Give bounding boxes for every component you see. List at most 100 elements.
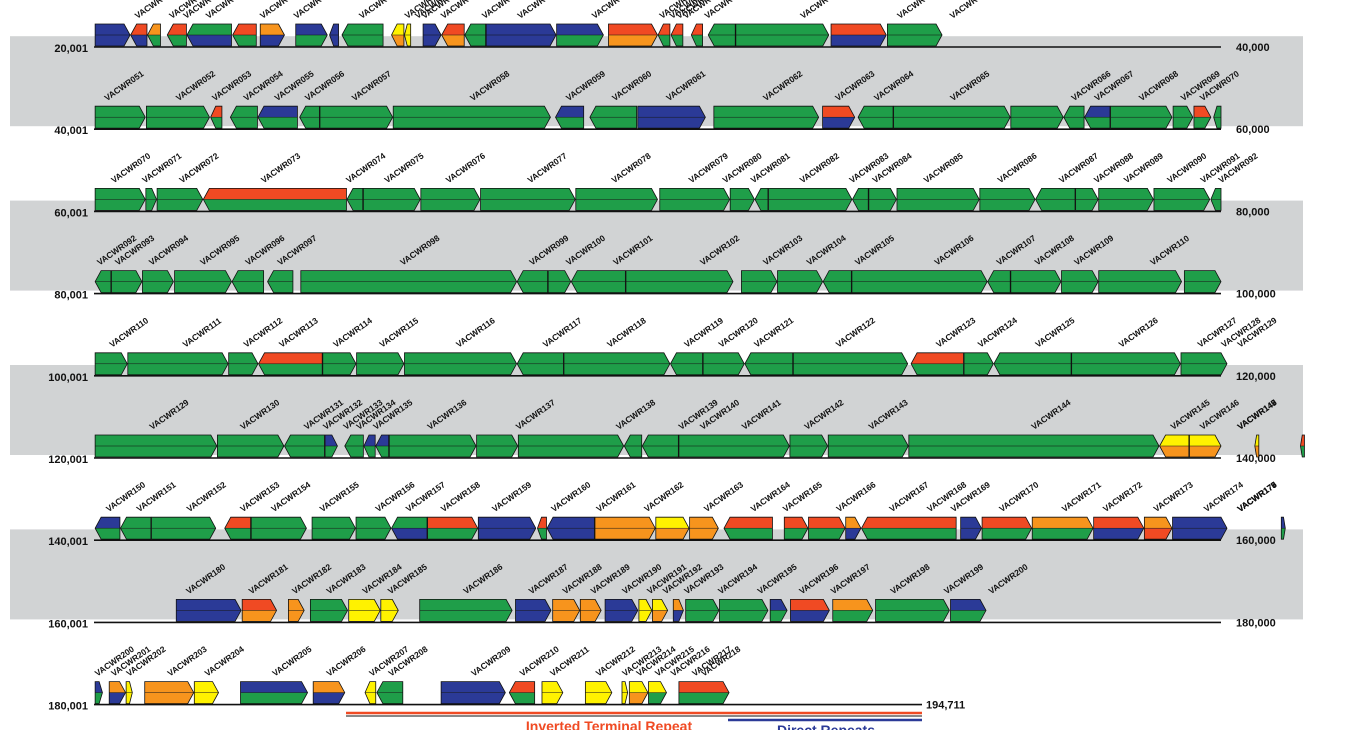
gene-bottom-half <box>875 610 950 622</box>
gene-arrow <box>555 105 585 129</box>
gene-top-half <box>1213 106 1221 118</box>
gene-outline <box>186 23 232 47</box>
gene-arrow <box>94 105 146 129</box>
gene-top-half <box>887 24 943 35</box>
gene-top-half <box>1061 270 1099 282</box>
gene-top-half <box>176 599 242 611</box>
gene-top-half <box>120 517 151 529</box>
gene-arrow <box>987 270 1011 294</box>
gene-top-half <box>896 188 980 200</box>
gene-outline <box>584 681 613 704</box>
dr-label: Direct Repeats <box>777 722 875 730</box>
gene-arrow <box>228 352 259 376</box>
gene-outline <box>670 352 703 376</box>
gene-bottom-half <box>858 117 894 129</box>
gene-outline <box>166 23 187 47</box>
gene-bottom-half <box>1210 199 1221 211</box>
gene-bottom-half <box>689 528 719 540</box>
gene-outline <box>125 681 133 704</box>
gene-outline <box>546 516 595 540</box>
gene-outline <box>670 23 684 47</box>
gene-top-half <box>109 681 126 693</box>
gene-bottom-half <box>571 281 626 293</box>
gene-bottom-half <box>1084 117 1110 129</box>
gene-arrow <box>979 187 1036 211</box>
gene-label: VACWR073 <box>259 151 302 186</box>
gene-outline <box>832 599 874 622</box>
gene-bottom-half <box>257 117 298 129</box>
gene-outline <box>792 352 909 376</box>
gene-top-half <box>130 24 147 35</box>
gene-arrow <box>364 681 377 704</box>
gene-outline <box>1210 187 1222 211</box>
gene-bottom-half <box>1189 446 1221 457</box>
gene-top-half <box>1071 352 1181 364</box>
gene-top-half <box>1035 188 1076 200</box>
gene-outline <box>477 516 537 540</box>
gene-bottom-half <box>312 528 356 540</box>
gene-bottom-half <box>260 35 285 46</box>
gene-top-half <box>258 352 323 364</box>
gene-outline <box>1063 105 1085 129</box>
gene-outline <box>391 23 405 47</box>
gene-bottom-half <box>822 117 855 129</box>
gene-outline <box>312 681 346 704</box>
gene-outline <box>322 352 357 376</box>
gene-outline <box>608 23 658 47</box>
gene-outline <box>94 434 218 458</box>
gene-outline <box>851 270 988 294</box>
gene-arrow <box>563 352 671 376</box>
gene-arrow <box>1172 516 1228 540</box>
gene-bottom-half <box>851 281 988 293</box>
gene-outline <box>348 599 381 622</box>
gene-top-half <box>658 24 670 35</box>
gene-label: VACWR170 <box>997 479 1040 514</box>
gene-bottom-half <box>267 281 293 293</box>
gene-arrow <box>319 105 394 129</box>
gene-arrow <box>186 23 232 47</box>
gene-arrow <box>1093 516 1145 540</box>
gene-bottom-half <box>719 610 768 622</box>
gene-top-half <box>589 106 637 118</box>
gene-outline <box>516 270 549 294</box>
gene-arrow <box>217 434 285 458</box>
gene-outline <box>830 23 887 47</box>
gene-arrow <box>783 516 809 540</box>
gene-outline <box>130 23 148 47</box>
gene-arrow <box>258 352 323 376</box>
row-start-label: 120,001 <box>48 454 88 466</box>
gene-bottom-half <box>754 199 768 211</box>
gene-label: VACWR163 <box>702 479 745 514</box>
gene-arrow <box>375 434 390 458</box>
gene-arrow <box>151 516 217 540</box>
gene-bottom-half <box>404 35 411 46</box>
gene-bottom-half <box>621 692 628 704</box>
gene-label: VACWR203 <box>165 644 208 679</box>
gene-bottom-half <box>1213 117 1221 129</box>
gene-arrow <box>754 187 769 211</box>
gene-arrow <box>570 270 626 294</box>
gene-bottom-half <box>230 117 258 129</box>
gene-arrow <box>887 23 943 47</box>
gene-outline <box>210 105 223 129</box>
gene-label: VACWR076 <box>444 151 487 186</box>
gene-outline <box>193 681 219 704</box>
gene-arrow <box>125 681 133 704</box>
gene-top-half <box>312 517 356 529</box>
gene-arrow <box>309 599 349 622</box>
gene-outline <box>1010 270 1062 294</box>
gene-top-half <box>638 599 652 611</box>
gene-outline <box>896 187 980 211</box>
gene-bottom-half <box>299 117 320 129</box>
gene-outline <box>341 23 384 47</box>
gene-arrow <box>346 187 364 211</box>
gene-label: VACWR160 <box>549 479 592 514</box>
gene-bottom-half <box>585 692 612 704</box>
gene-bottom-half <box>95 281 111 293</box>
gene-arrow <box>156 187 204 211</box>
gene-bottom-half <box>518 446 624 457</box>
gene-top-half <box>356 352 404 364</box>
gene-bottom-half <box>167 35 187 46</box>
gene-outline <box>267 270 294 294</box>
